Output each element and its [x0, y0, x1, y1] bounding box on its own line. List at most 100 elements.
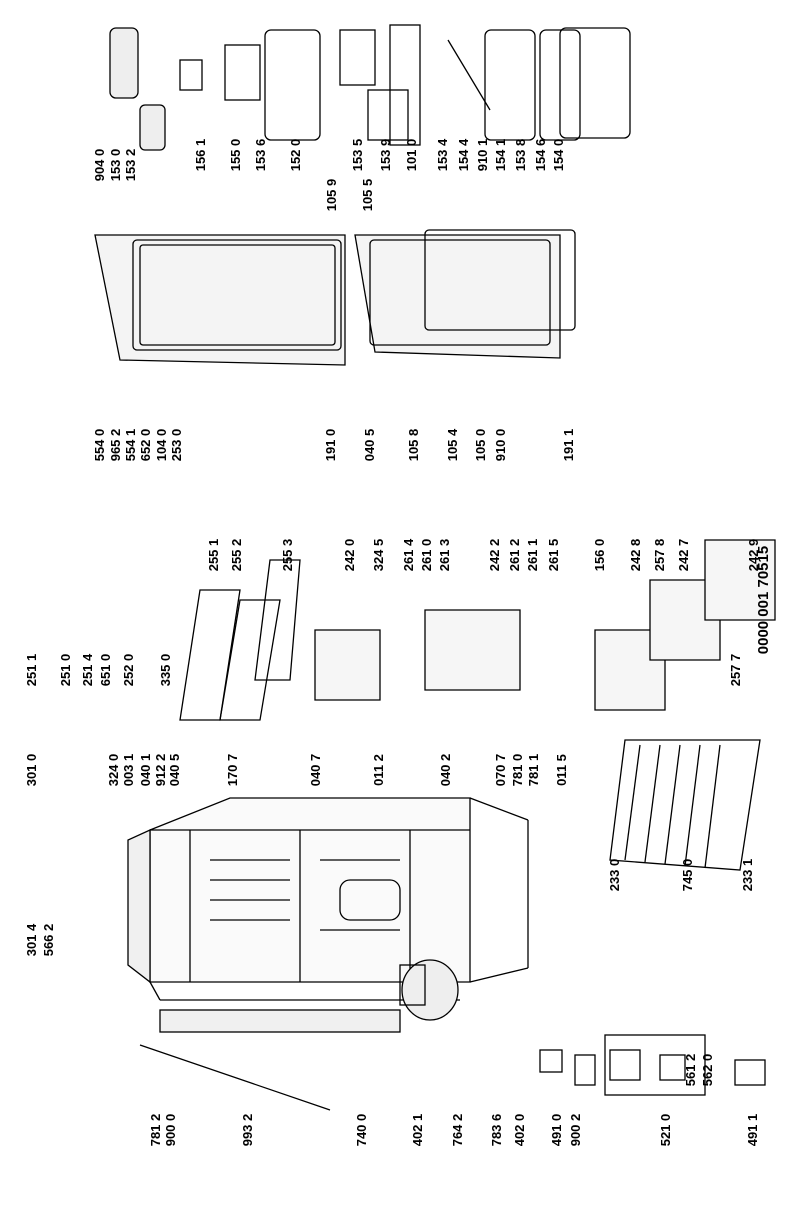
part-number-label: 156 0 — [592, 539, 607, 572]
part-number-label: 764 2 — [450, 1114, 465, 1147]
part-number-label: 324 5 — [371, 539, 386, 572]
part-number-label: 251 4 — [80, 653, 95, 686]
part-number-label: 255 2 — [229, 539, 244, 572]
part-number-label: 251 1 — [24, 654, 39, 687]
part-number-label: 255 3 — [280, 539, 295, 572]
part-number-label: 155 0 — [228, 139, 243, 172]
part-number-label: 324 0 — [106, 754, 121, 787]
bottom-components-drawing — [539, 1034, 766, 1096]
part-number-label: 011 5 — [554, 754, 569, 786]
part-number-label: 261 0 — [419, 539, 434, 572]
part-number-label: 257 7 — [728, 654, 743, 687]
part-number-label: 904 0 — [92, 149, 107, 182]
part-number-label: 910 0 — [493, 429, 508, 462]
part-number-label: 242 7 — [676, 539, 691, 572]
part-number-label: 251 0 — [58, 654, 73, 687]
part-number-label: 781 1 — [526, 754, 541, 787]
part-number-label: 070 7 — [493, 754, 508, 787]
part-number-label: 566 2 — [41, 924, 56, 957]
document-code: 0000 001 70515 — [755, 546, 772, 654]
part-number-label: 562 0 — [700, 1054, 715, 1087]
part-number-label: 153 2 — [123, 149, 138, 182]
wire-shelves-drawing — [609, 739, 761, 871]
part-number-label: 153 8 — [513, 139, 528, 172]
part-number-label: 335 0 — [158, 654, 173, 687]
part-number-label: 652 0 — [138, 429, 153, 462]
part-number-label: 191 0 — [323, 429, 338, 462]
part-number-label: 745 0 — [680, 859, 695, 892]
right-door-drawing — [354, 229, 576, 359]
part-number-label: 152 0 — [288, 139, 303, 172]
drawers-drawing — [314, 539, 776, 711]
part-number-label: 242 2 — [487, 539, 502, 572]
left-door-drawing — [94, 234, 346, 366]
part-number-label: 253 0 — [169, 429, 184, 462]
part-number-label: 261 3 — [437, 539, 452, 572]
part-number-label: 255 1 — [206, 539, 221, 572]
part-number-label: 170 7 — [225, 754, 240, 787]
part-number-label: 912 2 — [153, 754, 168, 787]
part-number-label: 040 1 — [138, 754, 153, 787]
part-number-label: 153 5 — [350, 139, 365, 172]
part-number-label: 040 5 — [362, 429, 377, 462]
part-number-label: 154 0 — [551, 139, 566, 172]
part-number-label: 153 9 — [378, 139, 393, 172]
part-number-label: 261 4 — [401, 538, 416, 571]
part-number-label: 040 7 — [308, 754, 323, 787]
part-number-label: 301 4 — [24, 923, 39, 956]
part-number-label: 651 0 — [98, 654, 113, 687]
part-number-label: 104 0 — [154, 429, 169, 462]
part-number-label: 965 2 — [108, 429, 123, 462]
part-number-label: 242 9 — [746, 539, 761, 572]
part-number-label: 154 1 — [493, 139, 508, 172]
part-number-label: 900 0 — [163, 1114, 178, 1147]
cabinet-drawing — [127, 797, 529, 1001]
part-number-label: 561 2 — [683, 1054, 698, 1087]
part-number-label: 040 5 — [167, 754, 182, 787]
part-number-label: 521 0 — [658, 1114, 673, 1147]
part-number-label: 491 1 — [745, 1114, 760, 1147]
part-number-label: 105 8 — [406, 429, 421, 462]
part-number-label: 154 4 — [456, 138, 471, 171]
part-number-label: 105 4 — [445, 428, 460, 461]
part-number-label: 261 5 — [546, 539, 561, 572]
part-number-label: 554 1 — [123, 429, 138, 462]
part-number-label: 261 2 — [507, 539, 522, 572]
glass-shelves-drawing — [179, 559, 301, 721]
part-number-label: 233 1 — [740, 859, 755, 892]
part-number-label: 153 6 — [253, 139, 268, 172]
part-number-label: 900 2 — [568, 1114, 583, 1147]
part-number-label: 242 0 — [342, 539, 357, 572]
part-number-label: 257 8 — [652, 539, 667, 572]
part-number-label: 781 2 — [148, 1114, 163, 1147]
part-number-label: 040 2 — [438, 754, 453, 787]
compressor-drawing — [399, 959, 459, 1021]
part-number-label: 993 2 — [240, 1114, 255, 1147]
part-number-label: 783 6 — [489, 1114, 504, 1147]
part-number-label: 105 9 — [324, 179, 339, 212]
part-number-label: 153 0 — [108, 149, 123, 182]
part-number-label: 252 0 — [121, 654, 136, 687]
part-number-label: 301 0 — [24, 754, 39, 787]
part-number-label: 105 5 — [360, 179, 375, 212]
part-number-label: 554 0 — [92, 429, 107, 462]
part-number-label: 261 1 — [525, 539, 540, 572]
part-number-label: 491 0 — [549, 1114, 564, 1147]
part-number-label: 101 0 — [404, 139, 419, 172]
part-number-label: 402 0 — [512, 1114, 527, 1147]
condenser-drawing — [139, 1009, 401, 1111]
part-number-label: 191 1 — [561, 429, 576, 462]
part-number-label: 910 1 — [475, 139, 490, 172]
door-shelves-drawing — [109, 24, 631, 151]
part-number-label: 105 0 — [473, 429, 488, 462]
part-number-label: 156 1 — [193, 139, 208, 172]
part-number-label: 242 8 — [628, 539, 643, 572]
part-number-label: 154 6 — [533, 139, 548, 172]
part-number-label: 740 0 — [354, 1114, 369, 1147]
part-number-label: 233 0 — [607, 859, 622, 892]
part-number-label: 011 2 — [371, 754, 386, 786]
part-number-label: 003 1 — [121, 754, 136, 787]
